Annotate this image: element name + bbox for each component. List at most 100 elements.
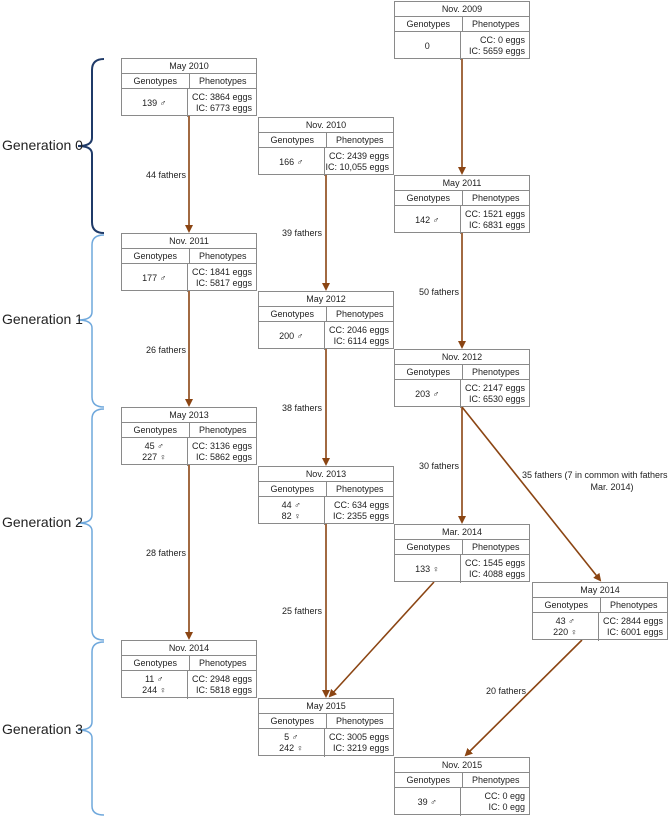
- phenotype-count: IC: 5862 eggs: [195, 452, 252, 462]
- fathers-label: 26 fathers: [146, 345, 187, 355]
- genotypes-header: Genotypes: [122, 423, 190, 437]
- batch-date: Nov. 2014: [122, 641, 256, 656]
- phenotypes-header: Phenotypes: [335, 135, 384, 145]
- batch-date: May 2015: [259, 699, 393, 714]
- bracket-generation-3: [77, 641, 105, 816]
- phenotype-count: IC: 4088 eggs: [468, 569, 525, 579]
- phenotypes-header: Phenotypes: [198, 425, 247, 435]
- phenotypes-header: Phenotypes: [471, 775, 520, 785]
- genotypes-header: Genotypes: [395, 191, 463, 205]
- phenotype-count: IC: 2355 eggs: [332, 511, 389, 521]
- fathers-label: 20 fathers: [486, 686, 527, 696]
- phenotype-count: CC: 0 eggs: [479, 35, 525, 45]
- phenotype-count: IC: 6831 eggs: [468, 220, 525, 230]
- batch-date: May 2010: [122, 59, 256, 74]
- phenotype-count: CC: 2439 eggs: [328, 151, 389, 161]
- phenotype-count: CC: 3864 eggs: [191, 92, 252, 102]
- genotype-count: 200 ♂: [279, 330, 304, 341]
- phenotypes-header: Phenotypes: [335, 716, 384, 726]
- batch-date: May 2014: [533, 583, 667, 598]
- arrow-mar2014-to-may2015: [328, 581, 435, 698]
- fathers-label: 50 fathers: [419, 287, 460, 297]
- phenotype-count: IC: 6001 eggs: [606, 627, 663, 637]
- phenotypes-header: Phenotypes: [198, 251, 247, 261]
- genotypes-header: Genotypes: [259, 714, 327, 728]
- genotypes-header: Genotypes: [122, 249, 190, 263]
- generation-label-1: Generation 1: [2, 311, 83, 327]
- fathers-label: 38 fathers: [282, 403, 323, 413]
- batch-date: Nov. 2015: [395, 758, 529, 773]
- batch-header-row: Genotypes Phenotypes: [259, 714, 393, 729]
- genotype-count: 0: [424, 40, 430, 51]
- phenotype-count: IC: 5818 eggs: [195, 685, 252, 695]
- genotypes-header: Genotypes: [395, 773, 463, 787]
- phenotype-count: IC: 5659 eggs: [468, 46, 525, 56]
- phenotype-count: CC: 3005 eggs: [328, 732, 389, 742]
- fathers-label: 25 fathers: [282, 606, 323, 616]
- phenotypes-header: Phenotypes: [471, 367, 520, 377]
- phenotypes-header: Phenotypes: [335, 309, 384, 319]
- phenotype-count: IC: 3219 eggs: [332, 743, 389, 753]
- genotypes-header: Genotypes: [533, 598, 601, 612]
- genotype-count: 166 ♂: [279, 156, 304, 167]
- phenotype-count: CC: 634 eggs: [333, 500, 389, 510]
- batch-date: Nov. 2011: [122, 234, 256, 249]
- phenotypes-header: Phenotypes: [471, 542, 520, 552]
- genotypes-header: Genotypes: [259, 482, 327, 496]
- batch-date: May 2012: [259, 292, 393, 307]
- batch-date: May 2013: [122, 408, 256, 423]
- phenotype-count: CC: 2844 eggs: [602, 616, 663, 626]
- phenotype-count: CC: 2147 eggs: [464, 383, 525, 393]
- genotypes-cell: 142 ♂: [395, 206, 461, 234]
- genotypes-header: Genotypes: [259, 133, 327, 147]
- bracket-generation-2: [77, 408, 105, 641]
- genotypes-header: Genotypes: [395, 17, 463, 31]
- batch-header-row: Genotypes Phenotypes: [259, 482, 393, 497]
- batch-header-row: Genotypes Phenotypes: [395, 773, 529, 788]
- genotype-count: 82 ♀: [281, 511, 301, 521]
- fathers-label: 39 fathers: [282, 228, 323, 238]
- batch-date: Nov. 2012: [395, 350, 529, 365]
- genotype-count: 43 ♂: [555, 616, 575, 626]
- arrow-nov2012-to-may2014: [461, 406, 602, 582]
- genotypes-header: Genotypes: [122, 74, 190, 88]
- phenotype-count: CC: 0 egg: [484, 791, 525, 801]
- phenotypes-header: Phenotypes: [471, 19, 520, 29]
- genotype-count: 203 ♂: [415, 388, 440, 399]
- phenotypes-header: Phenotypes: [609, 600, 658, 610]
- genotype-count: 45 ♂: [144, 441, 164, 451]
- batch-date: Nov. 2013: [259, 467, 393, 482]
- batch-date: Mar. 2014: [395, 525, 529, 540]
- phenotype-count: CC: 1545 eggs: [464, 558, 525, 568]
- phenotypes-header: Phenotypes: [335, 484, 384, 494]
- batch-header-row: Genotypes Phenotypes: [533, 598, 667, 613]
- phenotype-count: IC: 6114 eggs: [333, 336, 389, 346]
- batch-header-row: Genotypes Phenotypes: [259, 133, 393, 148]
- genotypes-header: Genotypes: [259, 307, 327, 321]
- batch-date: Nov. 2009: [395, 2, 529, 17]
- phenotypes-header: Phenotypes: [471, 193, 520, 203]
- fathers-label: 35 fathers (7 in common with fathers of …: [521, 470, 669, 492]
- genotype-count: 244 ♀: [142, 685, 167, 695]
- genotypes-cell: 200 ♂: [259, 322, 325, 350]
